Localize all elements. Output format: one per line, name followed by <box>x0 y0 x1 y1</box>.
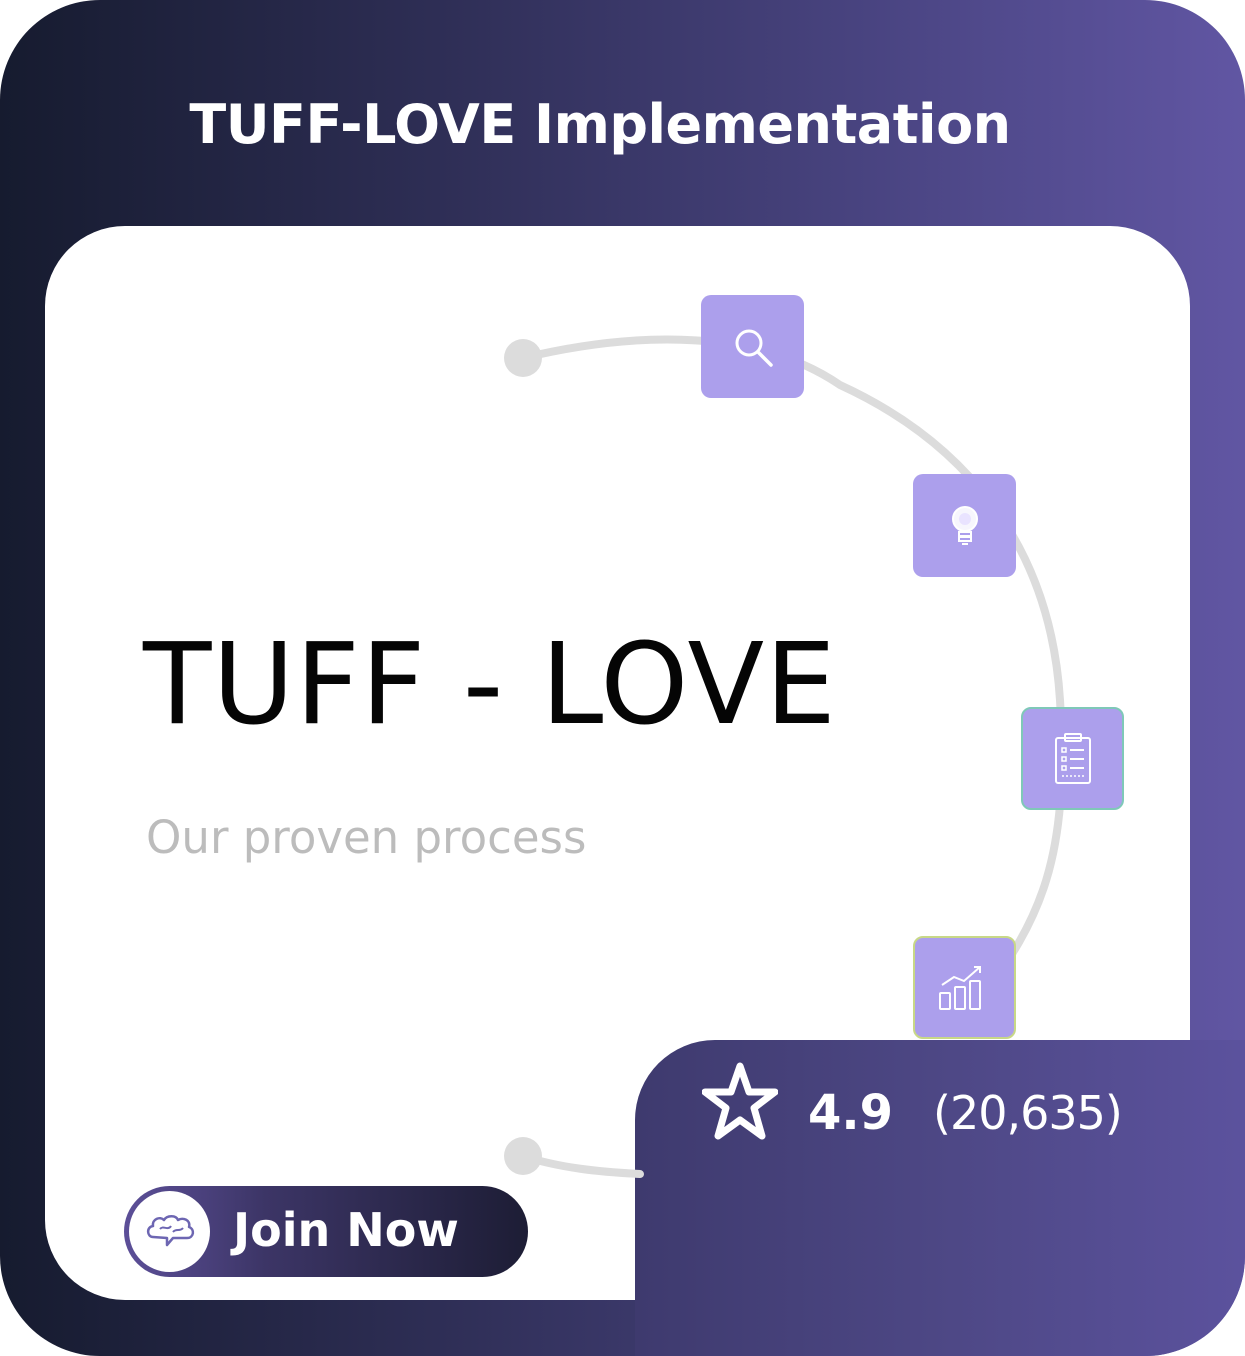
star-icon <box>702 1062 778 1140</box>
growth-chart-icon <box>938 965 981 1010</box>
brain-chat-icon <box>129 1191 210 1272</box>
rating-panel <box>635 1040 1245 1356</box>
hero-title: TUFF - LOVE <box>143 620 837 750</box>
step-idea-tile <box>913 474 1016 577</box>
search-icon <box>735 329 773 367</box>
rating-count: (20,635) <box>933 1086 1123 1140</box>
rating-score: 4.9 <box>808 1085 894 1141</box>
header-title: TUFF-LOVE Implementation <box>189 93 1011 156</box>
join-now-label: Join Now <box>233 1203 459 1257</box>
clipboard-checklist-icon <box>1054 732 1091 784</box>
step-search-tile <box>701 295 804 398</box>
step-growth-tile <box>913 936 1016 1039</box>
track-start-dot <box>504 339 542 377</box>
step-plan-tile <box>1021 707 1124 810</box>
lightbulb-icon <box>951 505 978 545</box>
hero-subtitle: Our proven process <box>146 811 587 864</box>
track-end-dot <box>504 1137 542 1175</box>
join-now-button[interactable]: Join Now <box>124 1186 528 1277</box>
